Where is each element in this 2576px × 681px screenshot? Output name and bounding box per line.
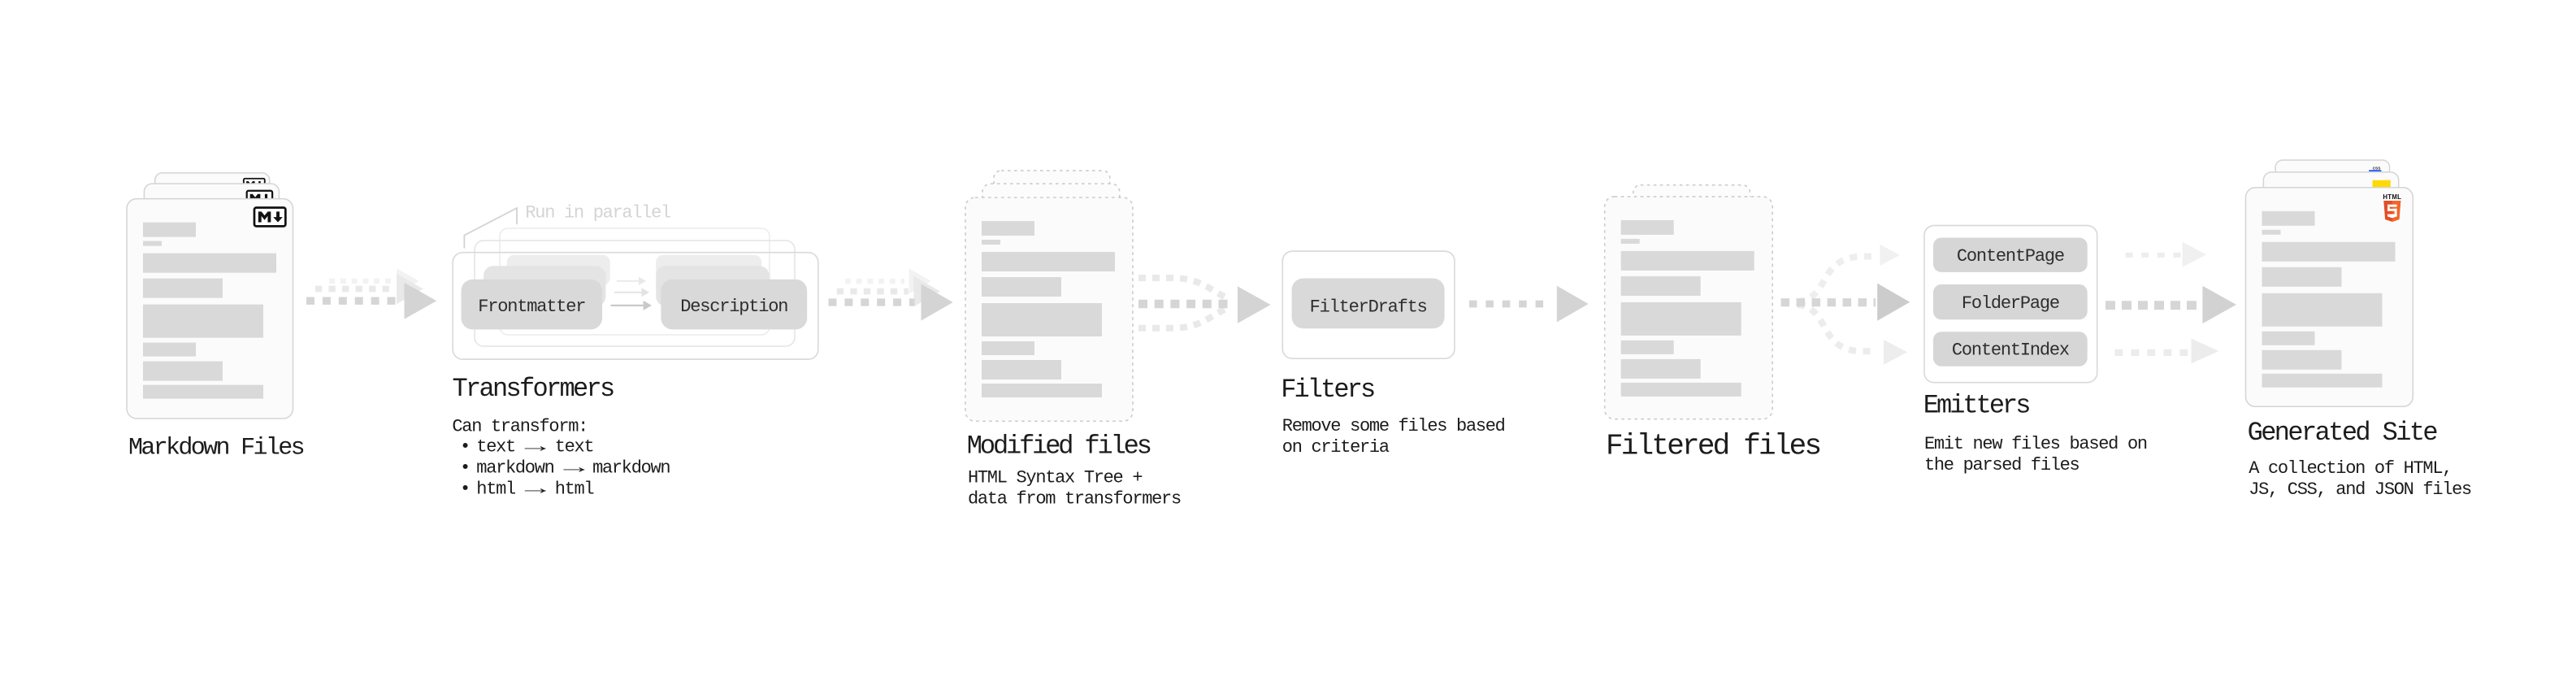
- svg-text:data from transformers: data from transformers: [968, 489, 1181, 510]
- svg-text:•: •: [460, 458, 470, 478]
- svg-text:markdown: markdown: [592, 458, 670, 478]
- svg-text:Modified files: Modified files: [967, 431, 1151, 461]
- svg-text:FolderPage: FolderPage: [1962, 293, 2059, 314]
- svg-text:Can transform:: Can transform:: [452, 417, 588, 437]
- svg-text:CSS: CSS: [2373, 167, 2382, 171]
- svg-text:Frontmatter: Frontmatter: [478, 297, 585, 317]
- svg-text:•: •: [460, 437, 470, 458]
- svg-text:Markdown Files: Markdown Files: [128, 434, 304, 462]
- svg-text:HTML: HTML: [2383, 193, 2401, 201]
- svg-text:Emitters: Emitters: [1923, 391, 2029, 421]
- svg-text:ContentIndex: ContentIndex: [1952, 340, 2070, 361]
- svg-text:Transformers: Transformers: [453, 374, 614, 404]
- svg-text:Filtered files: Filtered files: [1606, 430, 1819, 463]
- svg-text:JS, CSS, and JSON files: JS, CSS, and JSON files: [2249, 479, 2471, 500]
- svg-text:Emit new files based on: Emit new files based on: [1924, 434, 2147, 454]
- svg-text:Remove some files based: Remove some files based: [1282, 416, 1505, 436]
- svg-text:→: →: [525, 437, 548, 458]
- svg-text:on criteria: on criteria: [1282, 437, 1390, 458]
- svg-text:html: html: [476, 479, 515, 499]
- svg-text:→: →: [525, 479, 548, 499]
- svg-text:markdown: markdown: [476, 458, 553, 478]
- svg-text:Generated Site: Generated Site: [2248, 418, 2438, 448]
- svg-text:ContentPage: ContentPage: [1957, 246, 2064, 267]
- svg-text:text: text: [555, 437, 594, 458]
- svg-text:Filters: Filters: [1281, 375, 1374, 405]
- svg-text:HTML Syntax Tree +: HTML Syntax Tree +: [968, 468, 1142, 488]
- svg-text:→: →: [563, 458, 586, 478]
- svg-text:A collection of HTML,: A collection of HTML,: [2249, 458, 2452, 479]
- svg-text:the parsed files: the parsed files: [1924, 455, 2079, 475]
- svg-text:•: •: [460, 479, 470, 499]
- svg-text:html: html: [555, 479, 594, 499]
- svg-text:Run in parallel: Run in parallel: [525, 203, 670, 223]
- svg-text:Description: Description: [680, 297, 787, 317]
- svg-text:text: text: [476, 437, 515, 458]
- svg-text:FilterDrafts: FilterDrafts: [1310, 297, 1427, 318]
